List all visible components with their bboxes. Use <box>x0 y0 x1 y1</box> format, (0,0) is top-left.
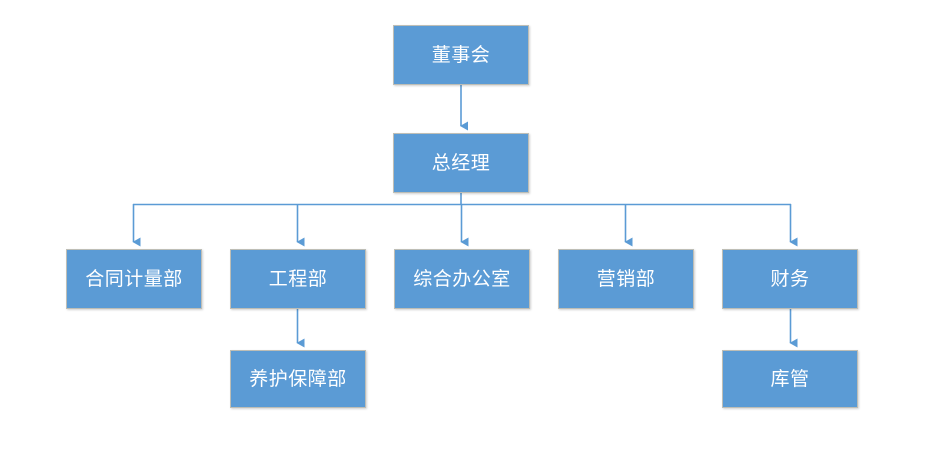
org-node-label-board: 董事会 <box>431 44 491 66</box>
org-node-label-engineer: 工程部 <box>268 268 328 290</box>
org-node-marketing[interactable]: 营销部 <box>558 249 694 309</box>
org-node-label-gm: 总经理 <box>431 152 491 174</box>
org-node-warehouse[interactable]: 库管 <box>722 350 858 408</box>
org-node-contract[interactable]: 合同计量部 <box>66 249 202 309</box>
org-node-gm[interactable]: 总经理 <box>393 133 529 193</box>
org-node-label-office: 综合办公室 <box>413 268 511 290</box>
org-node-engineer[interactable]: 工程部 <box>230 249 366 309</box>
org-node-maintain[interactable]: 养护保障部 <box>230 350 366 408</box>
org-node-label-maintain: 养护保障部 <box>249 368 347 390</box>
org-node-label-finance: 财务 <box>770 268 810 290</box>
org-node-label-warehouse: 库管 <box>770 368 810 390</box>
org-node-label-contract: 合同计量部 <box>85 268 183 290</box>
org-node-label-marketing: 营销部 <box>596 268 656 290</box>
org-node-board[interactable]: 董事会 <box>393 25 529 85</box>
org-node-finance[interactable]: 财务 <box>722 249 858 309</box>
org-node-office[interactable]: 综合办公室 <box>394 249 530 309</box>
